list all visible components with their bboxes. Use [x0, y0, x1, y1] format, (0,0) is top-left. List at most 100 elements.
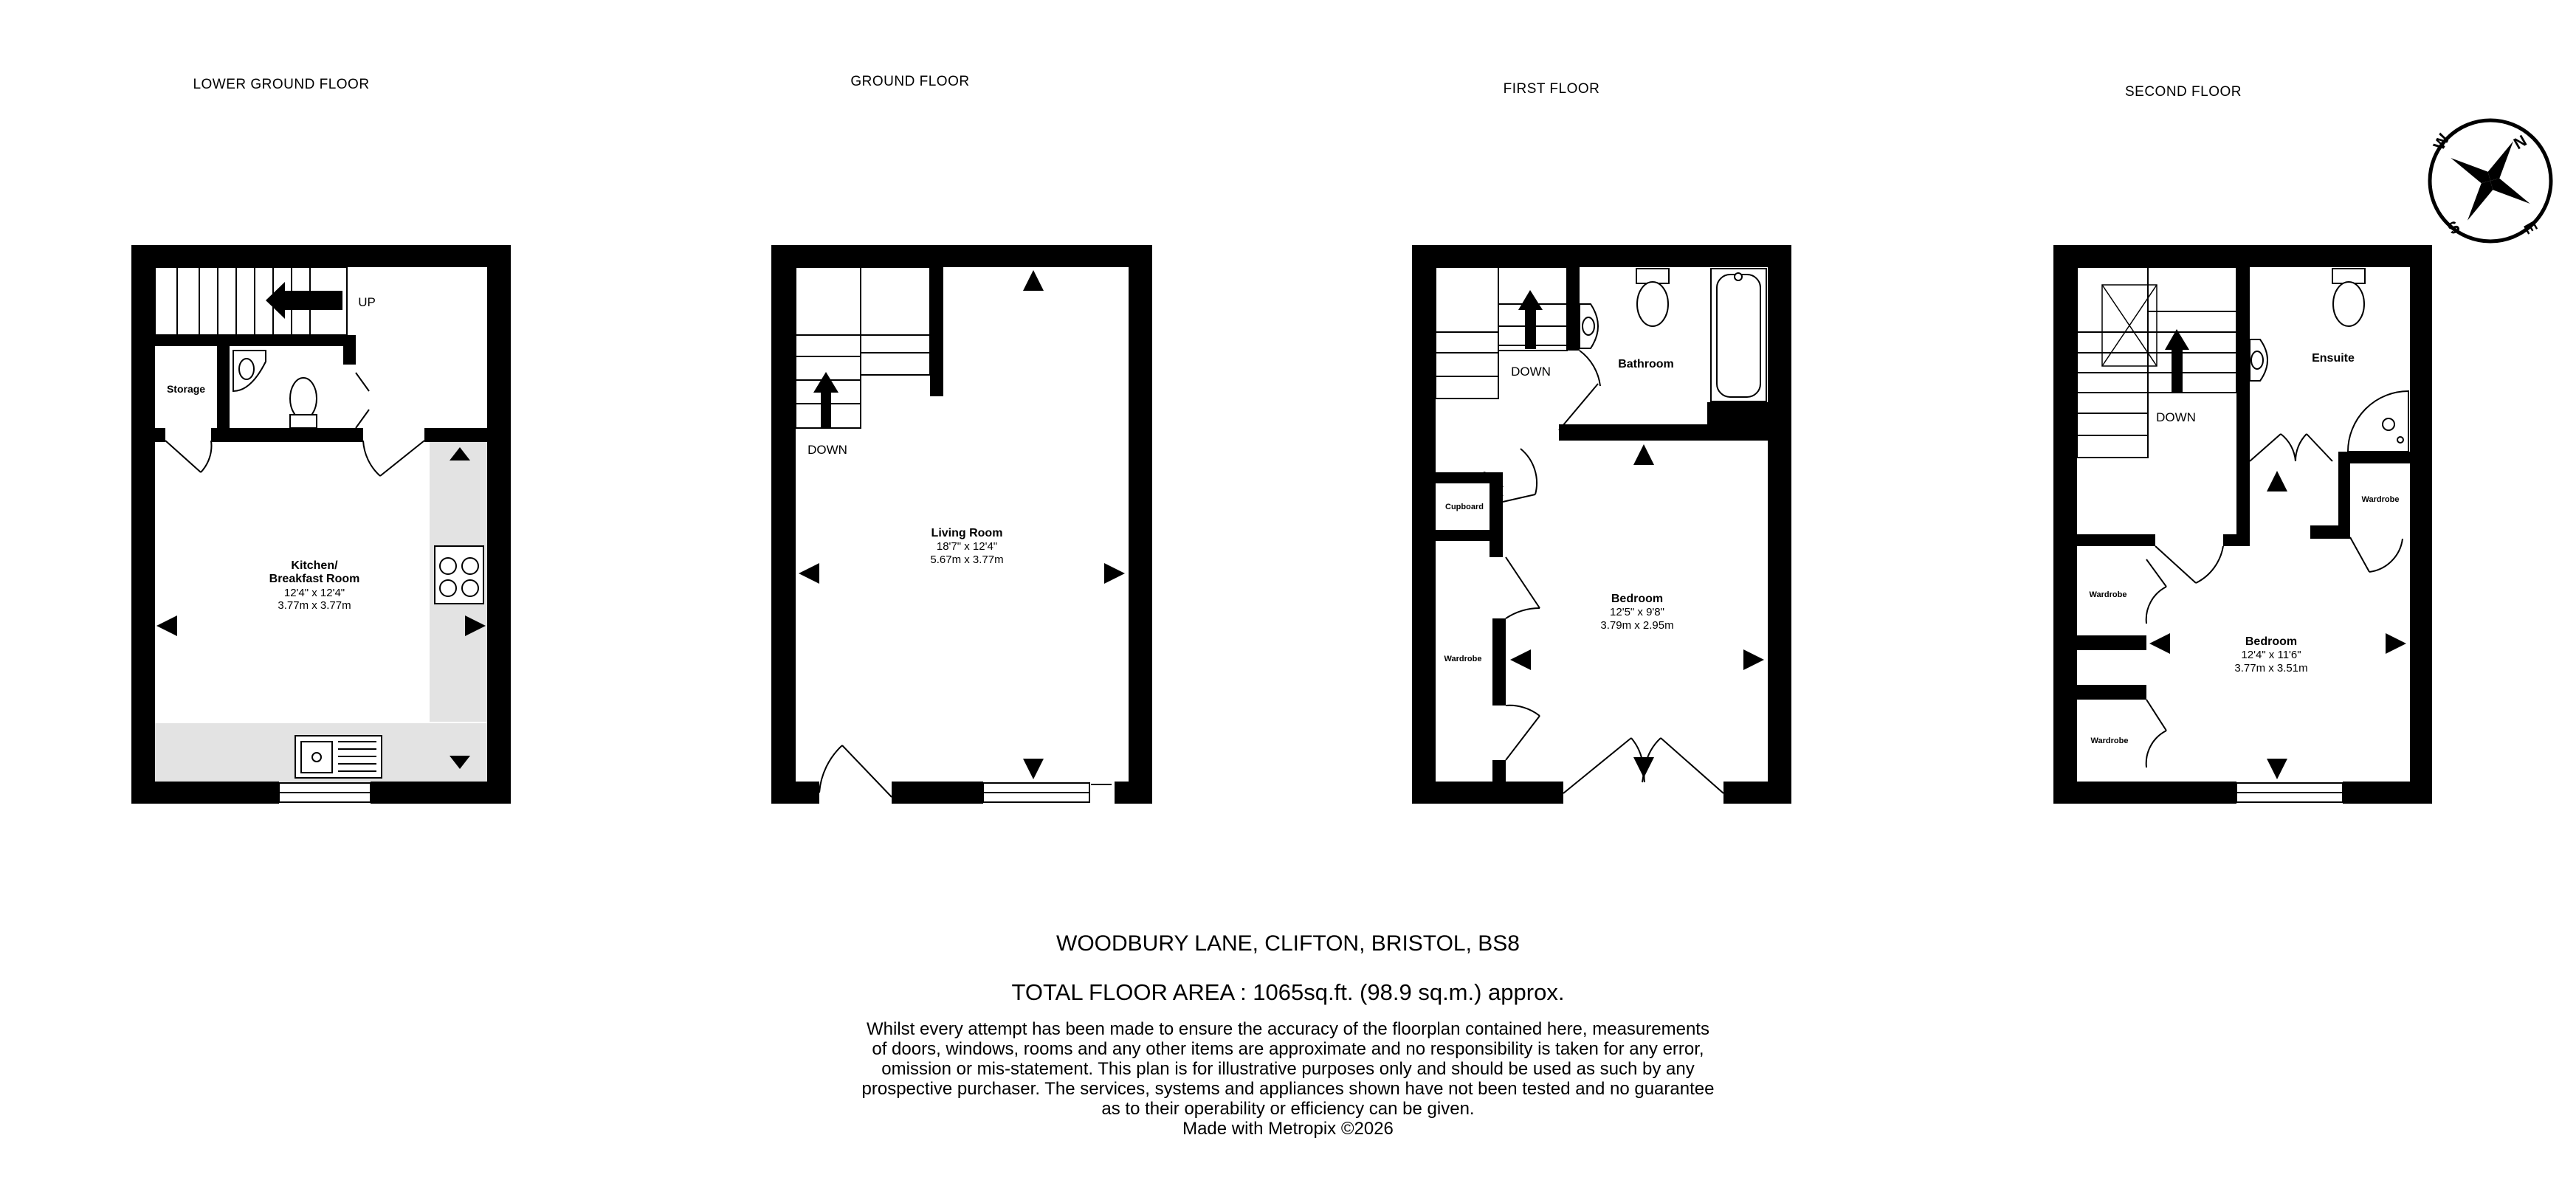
room-label-bedroom: Bedroom 12'4" x 11'6" 3.77m x 3.51m — [2234, 635, 2307, 675]
dimension-arrow-right — [1743, 649, 1764, 670]
room-dimensions-imperial: 12'4" x 11'6" — [2241, 649, 2301, 662]
basin — [1579, 303, 1599, 349]
wall — [2053, 245, 2432, 267]
wall — [2223, 534, 2250, 546]
room-label-wardrobe: Wardrobe — [2361, 495, 2400, 504]
stairs-label: DOWN — [807, 443, 847, 457]
wall — [771, 245, 796, 804]
toilet — [2332, 268, 2366, 327]
basin — [2249, 339, 2268, 382]
door — [165, 372, 425, 477]
dimension-arrow-down — [450, 756, 470, 769]
stairs-arrow — [2172, 348, 2183, 393]
ground-floor-plan — [771, 245, 1152, 804]
stairs-up-arrow-head — [266, 282, 285, 319]
wall — [771, 782, 819, 804]
disclaimer-line: omission or mis-statement. This plan is … — [881, 1059, 1695, 1079]
door — [1483, 350, 1724, 794]
compass-ring — [2428, 118, 2553, 244]
wall — [1412, 245, 1436, 804]
total-floor-area: TOTAL FLOOR AREA : 1065sq.ft. (98.9 sq.m… — [1011, 979, 1565, 1005]
wall — [1436, 530, 1495, 541]
wall — [343, 335, 356, 365]
stairs-label: DOWN — [2156, 410, 2196, 424]
second-floor-plan — [2053, 245, 2432, 804]
room-name: Living Room — [931, 527, 1003, 539]
sink — [295, 735, 382, 779]
room-dimensions-imperial: 18'7" x 12'4" — [936, 540, 998, 553]
floor-title-second: SECOND FLOOR — [2124, 84, 2242, 100]
wall — [1412, 245, 1791, 267]
room-label-cupboard: Cupboard — [1445, 503, 1484, 511]
first-floor-plan — [1412, 245, 1791, 804]
wall — [771, 245, 1152, 267]
disclaimer-line: prospective purchaser. The services, sys… — [861, 1079, 1715, 1099]
basin — [233, 350, 266, 393]
stairs-arrow-head — [2165, 329, 2189, 350]
room-label-ensuite: Ensuite — [2312, 352, 2355, 365]
shower — [2346, 390, 2409, 452]
dimension-arrow-right — [1104, 563, 1125, 584]
wall — [487, 245, 511, 804]
room-label-bedroom: Bedroom 12'5" x 9'8" 3.79m x 2.95m — [1600, 593, 1673, 632]
stairs-label: DOWN — [1511, 365, 1551, 379]
dimension-arrow-right — [465, 615, 486, 636]
disclaimer: Whilst every attempt has been made to en… — [0, 1019, 2576, 1139]
wall — [892, 782, 983, 804]
floor-title-first: FIRST FLOOR — [1503, 81, 1600, 97]
room-dimensions-metric: 3.77m x 3.77m — [278, 599, 351, 613]
wall — [371, 782, 511, 804]
wall — [131, 245, 155, 804]
dimension-arrow-down — [1023, 759, 1044, 779]
wall — [1707, 402, 1768, 441]
room-dimensions-imperial: 12'5" x 9'8" — [1610, 606, 1664, 619]
wall — [1115, 782, 1152, 804]
hob — [434, 545, 484, 604]
dimension-arrow-left — [799, 563, 819, 584]
credit-line: Made with Metropix ©2026 — [1182, 1119, 1394, 1139]
room-name: Bedroom — [2245, 635, 2298, 648]
wall — [1768, 245, 1791, 804]
wall — [2053, 782, 2236, 804]
door — [819, 745, 1112, 798]
wall — [1492, 760, 1506, 782]
wall — [1723, 782, 1791, 804]
room-name: Kitchen/ — [291, 559, 338, 572]
wall — [1412, 782, 1563, 804]
toilet — [289, 377, 317, 429]
toilet — [1636, 268, 1670, 327]
dimension-arrow-left — [1510, 649, 1531, 670]
wall — [211, 428, 363, 442]
property-address: WOODBURY LANE, CLIFTON, BRISTOL, BS8 — [1056, 931, 1520, 956]
disclaimer-line: as to their operability or efficiency ca… — [1101, 1099, 1475, 1119]
dimension-arrow-right — [2386, 633, 2406, 654]
room-dimensions-metric: 3.77m x 3.51m — [2234, 661, 2308, 675]
lower-ground-floor-plan — [131, 245, 511, 804]
dimension-arrow-left — [156, 615, 177, 636]
floor-title-ground: GROUND FLOOR — [850, 74, 970, 89]
room-dimensions-metric: 5.67m x 3.77m — [930, 553, 1004, 566]
window — [2236, 782, 2343, 803]
wall — [1129, 245, 1152, 804]
stairs — [795, 266, 931, 429]
room-label-living-room: Living Room 18'7" x 12'4" 5.67m x 3.77m — [930, 527, 1003, 566]
wall — [2236, 267, 2250, 546]
wall — [2343, 782, 2432, 804]
room-label-wardrobe: Wardrobe — [2089, 590, 2127, 599]
wall — [1567, 267, 1580, 351]
room-label-wardrobe: Wardrobe — [1444, 655, 1482, 663]
door — [2145, 433, 2403, 768]
wall — [2338, 452, 2410, 463]
wall — [131, 782, 279, 804]
wall — [2338, 452, 2350, 537]
dimension-arrow-down — [2267, 759, 2287, 779]
room-label-bathroom: Bathroom — [1618, 358, 1674, 370]
compass-rose: N E S W — [2428, 118, 2553, 244]
room-dimensions-metric: 3.79m x 2.95m — [1600, 618, 1674, 632]
room-dimensions-imperial: 12'4" x 12'4" — [283, 586, 345, 599]
bath — [1710, 268, 1767, 402]
room-label-storage: Storage — [166, 383, 206, 395]
stairs-label: UP — [358, 295, 376, 309]
stairs-arrow-head — [813, 372, 838, 393]
